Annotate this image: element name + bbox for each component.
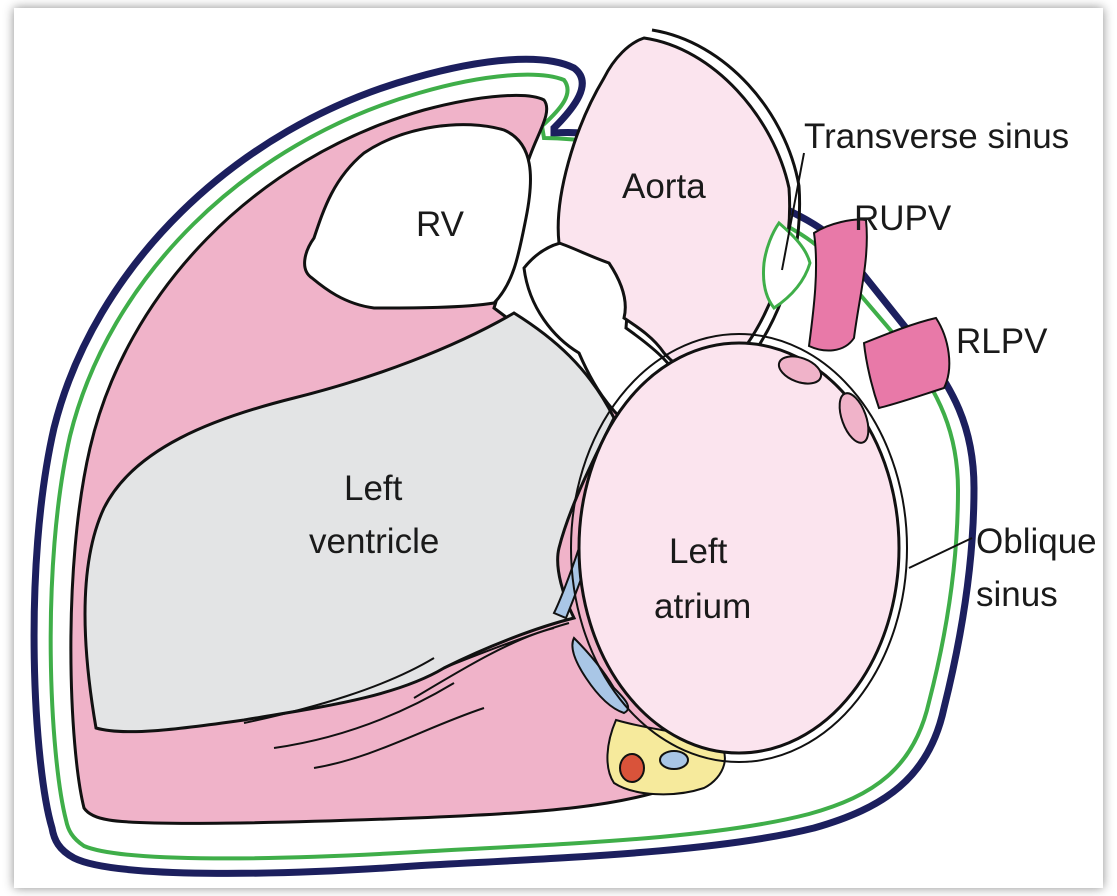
label-rlpv: RLPV xyxy=(956,322,1048,361)
label-transverse-sinus: Transverse sinus xyxy=(804,117,1069,156)
heart-cross-section-diagram: RV Aorta Transverse sinus RUPV RLPV Left… xyxy=(14,8,1103,888)
coronary-artery xyxy=(620,754,644,782)
label-aorta: Aorta xyxy=(622,167,706,206)
label-left-ventricle-2: ventricle xyxy=(309,522,439,561)
label-left-ventricle-1: Left xyxy=(344,469,403,508)
label-oblique-sinus-2: sinus xyxy=(976,575,1058,614)
label-left-atrium-2: atrium xyxy=(654,587,751,626)
label-oblique-sinus-1: Oblique xyxy=(976,522,1097,561)
coronary-sinus xyxy=(660,751,688,769)
label-rv: RV xyxy=(416,205,465,244)
diagram-frame: RV Aorta Transverse sinus RUPV RLPV Left… xyxy=(14,8,1103,888)
label-rupv: RUPV xyxy=(854,199,952,238)
label-left-atrium-1: Left xyxy=(669,532,728,571)
